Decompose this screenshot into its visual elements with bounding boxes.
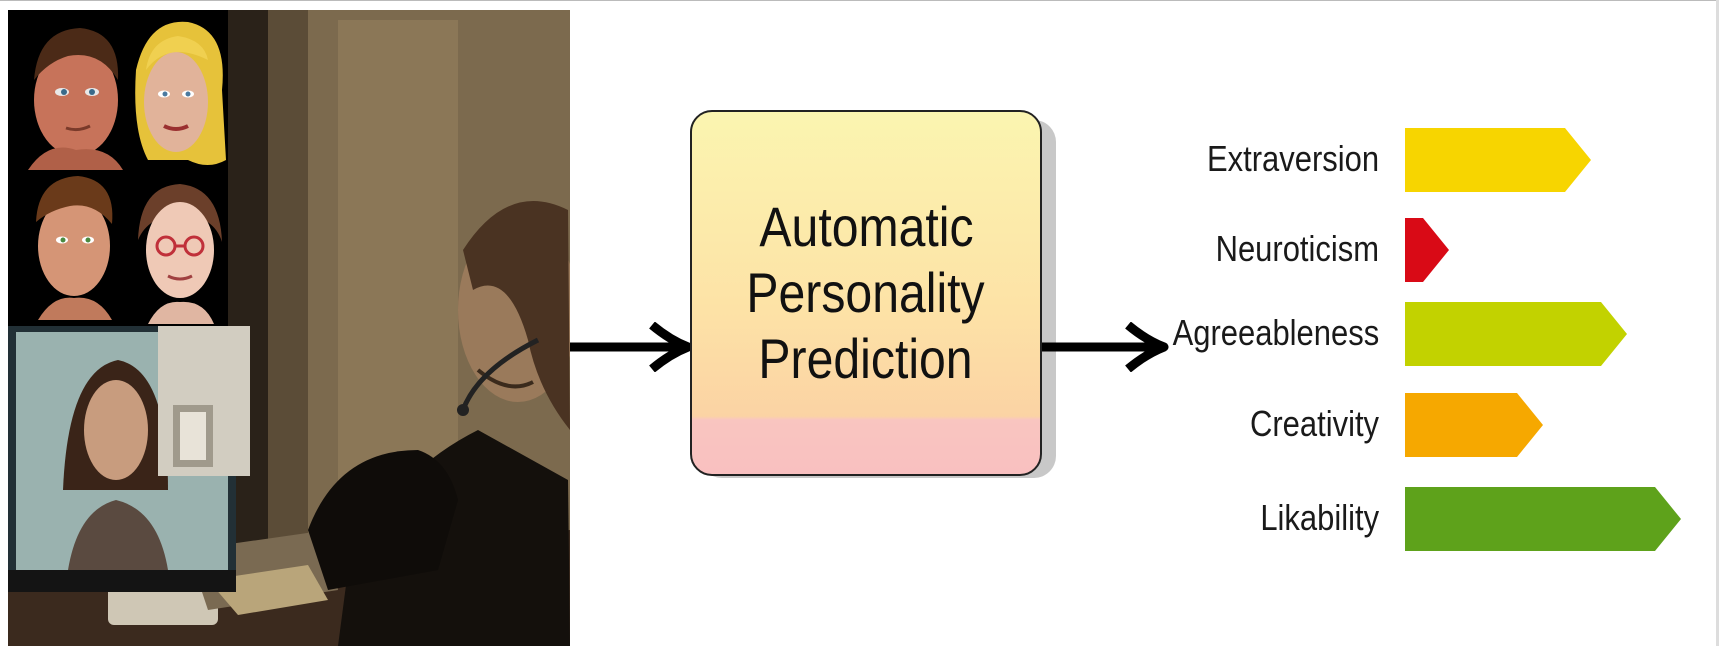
interaction-photo <box>8 10 570 646</box>
trait-bar-shape-extraversion <box>1405 128 1591 192</box>
trait-bar-shape-neuroticism <box>1405 218 1449 282</box>
frame-top-line <box>0 0 1719 1</box>
trait-bar-shape-agreeableness <box>1405 302 1627 366</box>
trait-bar-neuroticism <box>1405 218 1449 282</box>
trait-label-agreeableness: Agreeableness <box>1172 312 1379 353</box>
trait-label-neuroticism: Neuroticism <box>1215 228 1379 269</box>
trait-bar-extraversion <box>1405 128 1591 192</box>
trait-label-likability: Likability <box>1260 497 1379 538</box>
frame-right-line <box>1716 0 1719 646</box>
trait-bar-likability <box>1405 487 1681 551</box>
input-arrow <box>570 322 693 372</box>
trait-label-creativity: Creativity <box>1249 403 1379 444</box>
process-line-1: Automatic <box>758 195 974 258</box>
output-arrow <box>1042 322 1169 372</box>
trait-bar-shape-creativity <box>1405 393 1543 457</box>
personality-prediction-box: Automatic Personality Prediction <box>690 110 1042 476</box>
trait-label-extraversion: Extraversion <box>1206 138 1379 179</box>
process-line-3: Prediction <box>758 327 974 390</box>
trait-bar-creativity <box>1405 393 1543 457</box>
trait-bar-shape-likability <box>1405 487 1681 551</box>
process-line-2: Personality <box>746 261 986 324</box>
trait-bar-agreeableness <box>1405 302 1627 366</box>
